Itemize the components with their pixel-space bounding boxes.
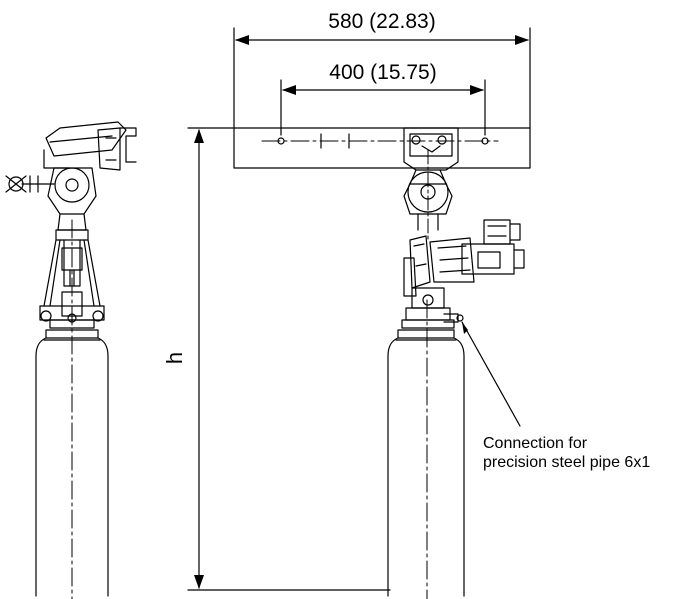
dimension-h: h bbox=[162, 127, 391, 591]
right-gas-cylinder bbox=[387, 299, 465, 599]
dimension-580-label: 580 (22.83) bbox=[328, 10, 435, 33]
mounting-beam bbox=[233, 127, 531, 171]
dimension-580: 580 (22.83) bbox=[233, 10, 531, 129]
connection-leader bbox=[461, 321, 521, 427]
pivot-hanger bbox=[403, 149, 453, 241]
connection-label-line1: Connection for bbox=[483, 435, 588, 452]
pressure-regulator bbox=[401, 219, 525, 329]
left-gas-cylinder bbox=[35, 219, 109, 599]
dimension-400-label: 400 (15.75) bbox=[329, 61, 436, 84]
side-view-assembly bbox=[5, 121, 137, 329]
dimension-h-label: h bbox=[162, 352, 187, 364]
dimension-400: 400 (15.75) bbox=[280, 61, 486, 136]
connection-label-line2: precision steel pipe 6x1 bbox=[483, 454, 650, 471]
